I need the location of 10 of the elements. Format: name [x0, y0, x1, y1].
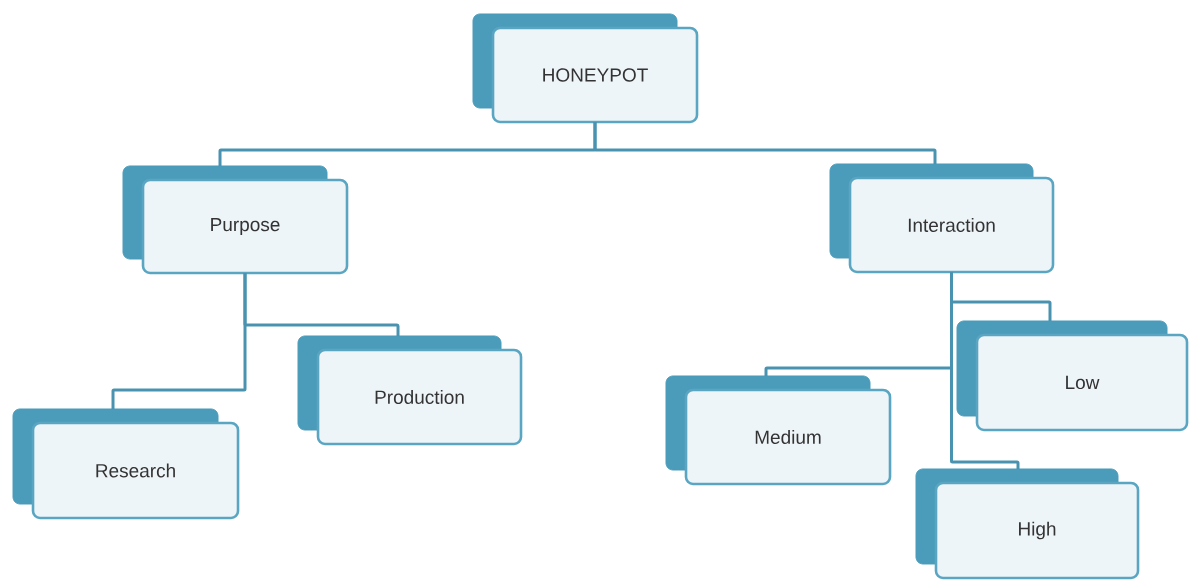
connector: [593, 122, 937, 164]
box: Research: [12, 408, 240, 520]
box: Low: [956, 320, 1189, 432]
box: Interaction: [829, 163, 1055, 274]
box: Production: [297, 335, 523, 446]
box: Purpose: [122, 165, 349, 275]
box: High: [915, 468, 1140, 580]
connector: [950, 272, 1020, 469]
box: Medium: [665, 375, 892, 486]
box: HONEYPOT: [472, 13, 699, 124]
